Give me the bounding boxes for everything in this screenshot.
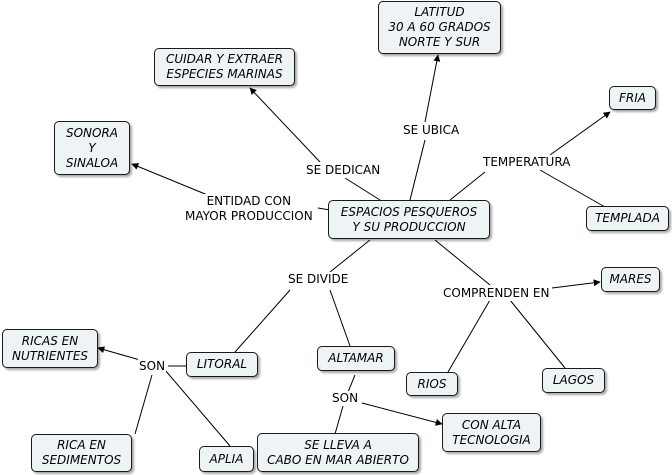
edge-center-seubica — [409, 139, 426, 201]
node-rica-sedimentos[interactable]: RICA EN SEDIMENTOS — [31, 434, 132, 472]
node-ricas-nutrientes[interactable]: RICAS EN NUTRIENTES — [2, 329, 98, 368]
edge-sededican-cuidar — [249, 87, 321, 163]
edge-temperatura-fria — [549, 111, 611, 156]
edge-sedivide-altamar — [329, 289, 351, 347]
edge-center-sedivide — [329, 239, 371, 273]
node-latitud[interactable]: LATITUD 30 A 60 GRADOS NORTE Y SUR — [378, 1, 501, 54]
edge-center-comprenden — [434, 239, 491, 286]
node-lagos[interactable]: LAGOS — [542, 368, 605, 393]
edge-center-temperatura — [449, 171, 486, 201]
edge-entidad-sonora — [131, 163, 211, 197]
edge-son-tecnologia — [361, 402, 443, 426]
node-mares[interactable]: MARES — [601, 267, 660, 292]
node-litoral[interactable]: LITORAL — [186, 352, 258, 377]
edge-sedivide-litoral — [234, 289, 291, 353]
link-entidad: ENTIDAD CON MAYOR PRODUCCION — [184, 194, 314, 224]
edge-son-aplia — [164, 369, 231, 447]
link-son-litoral: SON — [138, 359, 167, 374]
node-alta-tecnologia[interactable]: CON ALTA TECNOLOGIA — [442, 413, 541, 452]
node-aplia[interactable]: APLIA — [199, 446, 254, 472]
node-center[interactable]: ESPACIOS PESQUEROS Y SU PRODUCCION — [328, 200, 490, 239]
node-fria[interactable]: FRIA — [609, 86, 656, 110]
link-se-dedican: SE DEDICAN — [305, 163, 382, 178]
node-templada[interactable]: TEMPLADA — [586, 206, 669, 231]
node-se-lleva[interactable]: SE LLEVA A CABO EN MAR ABIERTO — [257, 433, 419, 472]
edge-comprenden-lagos — [509, 299, 566, 369]
node-altamar[interactable]: ALTAMAR — [317, 346, 395, 371]
node-cuidar[interactable]: CUIDAR Y EXTRAER ESPECIES MARINAS — [154, 48, 295, 86]
edge-comprenden-rios — [447, 299, 491, 373]
edge-son-selleva — [334, 405, 344, 435]
edge-son-rica-sedimentos — [134, 374, 153, 435]
link-son-altamar: SON — [331, 391, 360, 406]
edge-altamar-son — [347, 374, 356, 393]
edge-comprenden-mares — [551, 279, 601, 289]
link-comprenden: COMPRENDEN EN — [442, 286, 551, 301]
edge-center-sededican — [344, 177, 381, 201]
edge-temperatura-templada — [539, 169, 606, 208]
node-sonora[interactable]: SONORA Y SINALOA — [54, 121, 130, 175]
edge-seubica-latitud — [424, 54, 441, 123]
edge-son-ricas — [97, 346, 141, 361]
link-se-divide: SE DIVIDE — [287, 272, 350, 287]
link-temperatura: TEMPERATURA — [482, 155, 572, 170]
node-rios[interactable]: RIOS — [406, 372, 458, 396]
link-se-ubica: SE UBICA — [402, 123, 461, 138]
